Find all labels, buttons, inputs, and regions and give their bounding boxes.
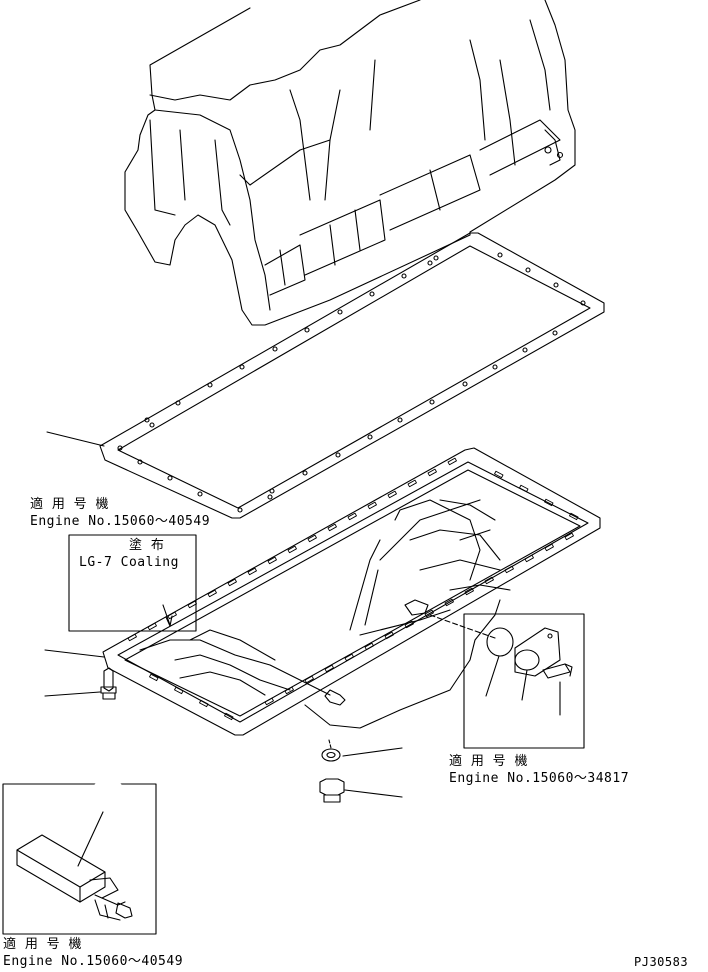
drain-plug: [319, 778, 345, 803]
coating-name: LG-7 Coaling: [79, 555, 179, 570]
coating-title: 塗 布: [129, 538, 165, 553]
drain-washer: [321, 748, 341, 762]
inset-leader-1: [485, 655, 500, 697]
engine-range-1: Engine No.15060～40549: [30, 514, 211, 529]
oil-pan-gasket: [99, 232, 605, 519]
bolt-left-leader: [44, 691, 101, 697]
engine-block: [124, 0, 576, 326]
engine-range-2: Engine No.15060～34817: [449, 771, 630, 786]
applicable-label-3: 適 用 号 機: [3, 937, 82, 952]
inset-leader-2: [521, 669, 528, 701]
gasket-leader: [46, 431, 105, 447]
cover-plate: [486, 627, 573, 679]
drawing-id: PJ30583: [634, 955, 689, 969]
coating-leader: [162, 604, 171, 626]
dipstick-tube: [16, 834, 133, 921]
inset-box-bottom: [2, 783, 157, 935]
oil-pan-leader: [44, 649, 105, 658]
coating-box: [68, 534, 197, 632]
oil-pan: [102, 447, 601, 736]
bolt-left: [100, 667, 117, 700]
inset-box-right: [463, 613, 585, 749]
dipstick-leader: [77, 811, 104, 867]
plug-leader: [344, 789, 403, 798]
applicable-label-2: 適 用 号 機: [449, 754, 528, 769]
coating-arrow: [165, 615, 173, 627]
engine-range-3: Engine No.15060～40549: [3, 954, 184, 969]
applicable-label-1: 適 用 号 機: [30, 497, 109, 512]
washer-leader: [342, 747, 403, 757]
